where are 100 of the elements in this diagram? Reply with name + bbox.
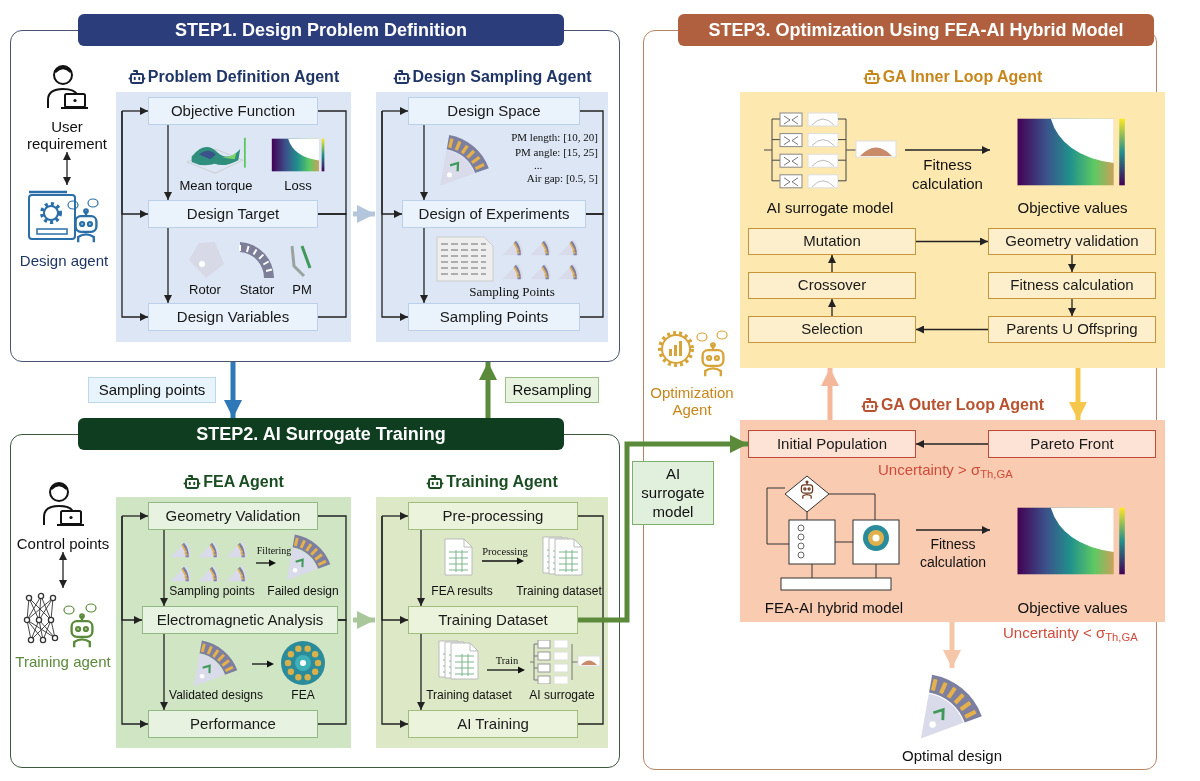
connector-arrow [1069, 368, 1087, 420]
actor-label: Control points [16, 534, 110, 552]
section-title-banner: STEP2. AI Surrogate Training [78, 418, 564, 450]
process-box: Parents U Offspring [988, 316, 1156, 343]
connector-arrow [479, 362, 497, 418]
agent-title: GA Outer Loop Agent [880, 395, 1045, 415]
connector-arrow [381, 515, 409, 728]
caption-text: Validated designs [168, 688, 264, 703]
connector-arrow [160, 633, 168, 711]
edge-label: Sampling points [88, 377, 216, 403]
connector-arrow [121, 110, 149, 321]
connector-arrow [224, 362, 242, 418]
process-box: Selection [748, 316, 916, 343]
connector-arrow [420, 227, 428, 304]
caption-text: PM length: [10, 20] [510, 131, 598, 145]
process-box: Electromagnetic Analysis [142, 606, 338, 634]
connector-arrow [904, 146, 991, 154]
caption-text: ... [532, 159, 544, 173]
caption-text: Sampling Points [468, 284, 556, 301]
caption-text: FEA [290, 688, 316, 703]
connector-arrow [417, 529, 425, 607]
connector-arrow [353, 611, 375, 629]
process-box: AI Training [408, 710, 578, 738]
connector-arrow [417, 633, 425, 711]
connector-arrow [420, 124, 428, 201]
connector-arrow [121, 515, 149, 728]
caption-text: FEA results [430, 584, 494, 599]
process-box: Design Target [148, 200, 318, 228]
connector-arrow [1068, 254, 1076, 273]
process-box: Design Variables [148, 303, 318, 331]
caption-text: Uncertainty < σ$_{Th,GA}$ [1003, 624, 1139, 643]
process-box: Objective Function [148, 97, 318, 125]
connector-arrow [578, 435, 748, 623]
agent-title: Problem Definition Agent [147, 67, 340, 87]
connector-arrow [160, 529, 168, 607]
actor-label: Training agent [15, 652, 111, 670]
process-box: Mutation [748, 228, 916, 255]
connector-arrow [381, 107, 409, 115]
caption-text: Mean torque [178, 178, 254, 195]
process-box: Performance [148, 710, 318, 738]
connector-arrow [821, 368, 839, 420]
agent-title: Training Agent [446, 472, 558, 492]
connector-arrow [63, 151, 71, 186]
caption-text: PM [291, 282, 313, 299]
picture-caption: Optimal design [901, 746, 1003, 764]
connector-arrow [121, 512, 149, 520]
caption-text: Sampling points [168, 584, 256, 599]
section-title-banner: STEP1. Design Problem Definition [78, 14, 564, 46]
connector-arrow [59, 551, 67, 589]
edge-label: AI surrogate model [632, 461, 714, 526]
connector-arrow [164, 124, 172, 201]
agent-title: FEA Agent [203, 472, 284, 492]
process-box: Geometry Validation [148, 502, 318, 530]
actor-label: Optimization Agent [649, 383, 735, 418]
connector-arrow [1068, 298, 1076, 317]
connector-arrow [353, 205, 375, 223]
agent-title: GA Inner Loop Agent [882, 67, 1043, 87]
picture-caption: Objective values [1017, 598, 1128, 616]
process-box: Design of Experiments [402, 200, 586, 228]
process-box: Fitness calculation [988, 272, 1156, 299]
actor-label: Design agent [19, 251, 109, 269]
connector-arrow [915, 440, 989, 448]
process-box: Crossover [748, 272, 916, 299]
picture-caption: AI surrogate model [766, 198, 894, 216]
caption-text: Uncertainty > σ$_{Th,GA}$ [878, 461, 1014, 480]
caption-text: PM angle: [15, 25] [513, 146, 598, 160]
connector-arrow [828, 298, 836, 317]
process-box: Initial Population [748, 430, 916, 458]
picture-caption: FEA-AI hybrid model [764, 598, 904, 616]
caption-text: Failed design [266, 584, 340, 599]
connector-arrow [381, 512, 409, 520]
connector-arrow [915, 237, 989, 246]
connector-arrow [381, 110, 409, 321]
caption-text: Train [494, 654, 520, 668]
connector-arrow [164, 227, 172, 304]
caption-text: Rotor [188, 282, 222, 299]
connector-arrow [828, 254, 836, 273]
process-box: Design Space [408, 97, 580, 125]
process-box: Training Dataset [408, 606, 578, 634]
caption-text: Processing [481, 545, 529, 559]
process-box: Sampling Points [408, 303, 580, 331]
edge-label: Resampling [505, 377, 599, 403]
connector-arrow [943, 622, 961, 668]
process-box: Pareto Front [988, 430, 1156, 458]
caption-text: Filtering [255, 545, 293, 558]
connector-arrow [915, 526, 991, 534]
process-box: Pre-processing [408, 502, 578, 530]
section-title-banner: STEP3. Optimization Using FEA-AI Hybrid Model [678, 14, 1154, 46]
caption-text: Air gap: [0.5, 5] [525, 172, 598, 186]
caption-text: Training dataset [425, 688, 513, 703]
agent-title: Design Sampling Agent [412, 67, 592, 87]
connector-arrow [915, 325, 989, 334]
connector-arrow [121, 107, 149, 115]
caption-text: AI surrogate [528, 688, 596, 703]
caption-text: Training dataset [515, 584, 603, 599]
picture-caption: Objective values [1017, 198, 1128, 216]
actor-label: User requirement [25, 117, 108, 152]
caption-text: Loss [283, 178, 313, 195]
process-box: Geometry validation [988, 228, 1156, 255]
caption-text: Stator [238, 282, 276, 299]
